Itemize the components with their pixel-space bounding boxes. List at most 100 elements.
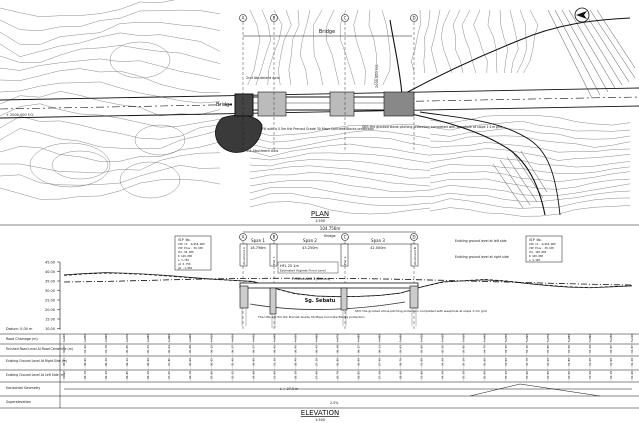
ground-left-cell: 34.30 bbox=[441, 371, 445, 379]
ground-left-cell: 32.80 bbox=[546, 371, 550, 379]
contour-line bbox=[0, 128, 221, 149]
contour-line bbox=[249, 180, 431, 192]
curve-indicator bbox=[469, 383, 601, 397]
chainage-cell: 4+850 bbox=[83, 334, 87, 342]
ground-left-cell: 35.25 bbox=[230, 371, 234, 379]
plan-callout-1: 2nd Abutment Axis bbox=[246, 76, 280, 80]
superelevation-value: 2.5% bbox=[330, 401, 338, 405]
ground-right-cell: 36.05 bbox=[209, 358, 213, 366]
ground-left-cell: 31.80 bbox=[420, 371, 424, 379]
vip-right-row-4: K 100.000 bbox=[529, 254, 543, 258]
vip-right-title: VIP No. bbox=[529, 238, 543, 242]
road-level-cell: 35.91 bbox=[399, 345, 403, 353]
contour-line bbox=[288, 9, 300, 86]
ground-left-cell: 38.30 bbox=[146, 371, 150, 379]
pile-hatching bbox=[241, 308, 417, 328]
road-level-cell: 35.05 bbox=[125, 345, 129, 353]
contour-line bbox=[249, 187, 431, 198]
road-level-cell: 35.65 bbox=[420, 345, 424, 353]
span-2-length: 43.250m bbox=[302, 246, 318, 250]
road-level-cell: 34.78 bbox=[104, 345, 108, 353]
hill-contour bbox=[119, 161, 181, 199]
contour-line bbox=[509, 9, 519, 74]
chainage-cell: 5+060 bbox=[525, 334, 529, 342]
chainage-cell: 5+000 bbox=[399, 334, 403, 342]
contour-line bbox=[473, 9, 488, 74]
contour-line bbox=[249, 143, 431, 157]
chainage-cell: 4+910 bbox=[209, 334, 213, 342]
row-label-ground-right: Existing Ground Level At Right Side (m) bbox=[6, 359, 67, 363]
contour-line bbox=[249, 123, 431, 136]
chainage-cell: 4+930 bbox=[251, 334, 255, 342]
contour-line bbox=[0, 90, 221, 117]
contour-line bbox=[429, 164, 631, 174]
ground-right-cell: 32.60 bbox=[546, 358, 550, 366]
axis-circle-b bbox=[270, 233, 278, 241]
vip-left-row-2: VIP Elev. 36.605 bbox=[178, 246, 203, 250]
elevation-bridge-label: Bridge bbox=[324, 234, 335, 238]
axis-label-a: A bbox=[242, 234, 245, 239]
chainage-cell: 4+970 bbox=[335, 334, 339, 342]
contour-line bbox=[299, 9, 311, 86]
ground-right-cell: 27.10 bbox=[314, 358, 318, 366]
ground-right-cell: 26.80 bbox=[335, 358, 339, 366]
elevation-deck bbox=[239, 282, 419, 289]
plan-contours bbox=[0, 0, 631, 217]
ground-right-cell: 38.21 bbox=[62, 358, 66, 366]
axis-label-d: D bbox=[412, 15, 415, 20]
plan-callout-4: Still: the grouted stone pitching protec… bbox=[362, 125, 502, 129]
road-level-cell: 33.30 bbox=[588, 345, 592, 353]
row-label-chainage: Road Chainage (m) bbox=[6, 337, 38, 341]
vip-left-row-5: e 3.750 bbox=[178, 258, 189, 262]
ground-left-cell: 28.20 bbox=[293, 371, 297, 379]
vip-left-row-3: VCL 60.000 bbox=[178, 250, 194, 254]
contour-line bbox=[0, 45, 221, 64]
contour-line bbox=[423, 9, 431, 74]
contour-line bbox=[0, 164, 221, 186]
row-label-superelevation: Superelevation bbox=[6, 400, 31, 404]
contour-line bbox=[353, 9, 366, 86]
vip-right-row-2: VIP Elev. 36.605 bbox=[529, 246, 554, 250]
profile-table-grid: 4+84034.4738.2137.904+85034.6238.9538.70… bbox=[0, 333, 639, 409]
contour-line bbox=[429, 197, 631, 209]
road-level-cell: 34.75 bbox=[483, 345, 487, 353]
axis-label-c: C bbox=[344, 15, 347, 20]
span-2-name: Span 2 bbox=[303, 238, 317, 243]
ground-left-cell: 38.70 bbox=[83, 371, 87, 379]
contour-line bbox=[461, 9, 476, 74]
contour-line bbox=[429, 178, 631, 190]
contour-line bbox=[249, 192, 431, 206]
ground-right-cell: 39.12 bbox=[125, 358, 129, 366]
elevation-profiles bbox=[63, 272, 633, 310]
ground-right-cell: 38.60 bbox=[146, 358, 150, 366]
contour-line bbox=[452, 9, 464, 74]
contour-line bbox=[368, 9, 377, 86]
pier-footing-2 bbox=[329, 91, 355, 117]
elevation-piers bbox=[239, 285, 419, 315]
span-1-name: Span 1 bbox=[251, 238, 265, 243]
road-level-cell: 36.12 bbox=[209, 345, 213, 353]
contour-line bbox=[249, 165, 431, 179]
contour-line bbox=[0, 141, 221, 162]
ground-profile-left bbox=[63, 272, 633, 298]
chainage-cell: 4+940 bbox=[272, 334, 276, 342]
profile-table: 4+84034.4738.2137.904+85034.6238.9538.70… bbox=[0, 333, 639, 409]
contour-line bbox=[440, 9, 453, 74]
y-tick-label: 15.00 bbox=[45, 317, 55, 321]
abutment-a-wall bbox=[239, 285, 249, 309]
y-tick-label: 10.00 bbox=[45, 327, 55, 331]
contour-line bbox=[429, 120, 631, 132]
vip-left-title: VIP No. bbox=[178, 238, 192, 242]
chainage-cell: 4+960 bbox=[314, 334, 318, 342]
contour-line bbox=[0, 179, 221, 200]
pier-label-abutment-a: Abutment A bbox=[242, 246, 246, 265]
contour-line bbox=[429, 205, 631, 217]
datum-label: Datum: 0.00 m bbox=[6, 327, 33, 331]
abutment-a bbox=[234, 93, 254, 117]
deck-label: Prestressed 2(Beams) bbox=[292, 277, 331, 281]
ground-note-right: Existing ground level at right side bbox=[455, 255, 509, 259]
chainage-cell: 4+990 bbox=[378, 334, 382, 342]
hill-contour bbox=[29, 142, 111, 188]
ground-right-cell: 26.90 bbox=[357, 358, 361, 366]
